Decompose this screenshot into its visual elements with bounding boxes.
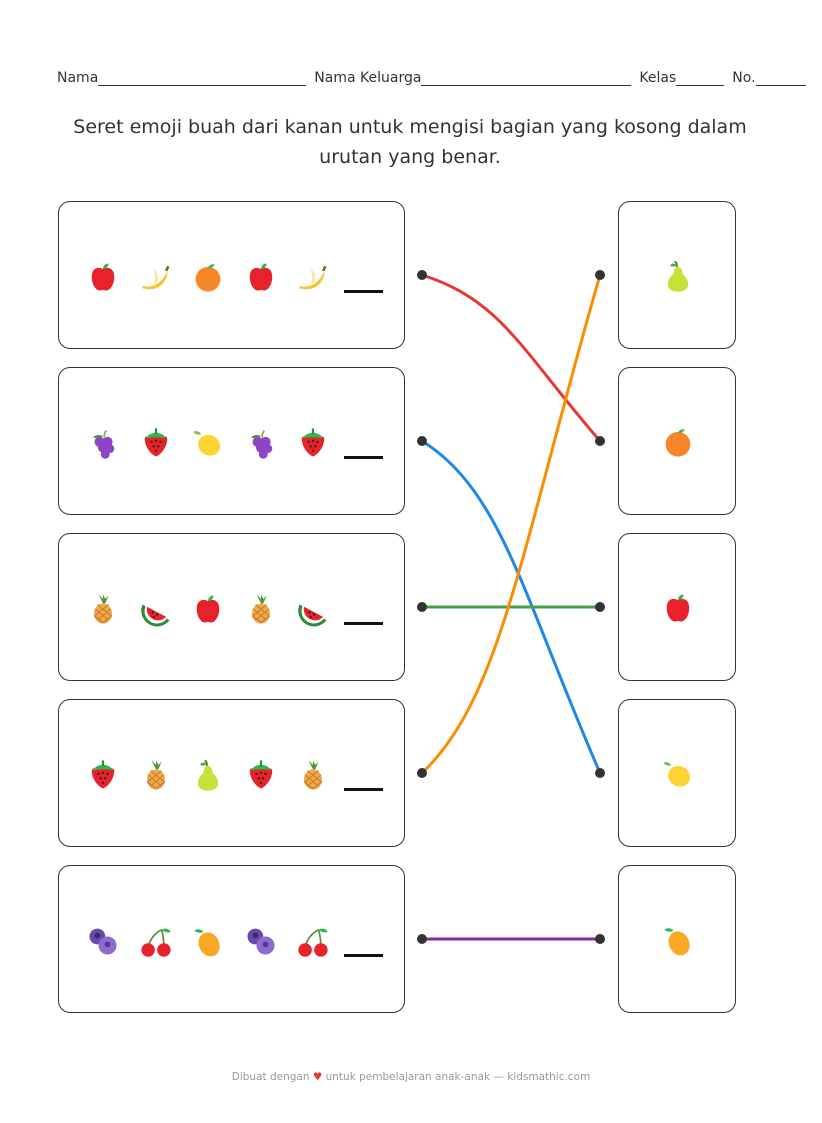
answer-option-5[interactable] — [618, 865, 736, 1013]
blank-slot[interactable] — [344, 622, 383, 625]
name-label: Nama — [57, 70, 99, 86]
blank-slot[interactable] — [344, 290, 383, 293]
number-field[interactable] — [755, 73, 806, 86]
instruction-text: Seret emoji buah dari kanan untuk mengis… — [73, 116, 747, 168]
connection-line — [421, 273, 602, 442]
class-label: Kelas — [639, 70, 677, 86]
family-name-field[interactable] — [421, 73, 632, 86]
answer-option-2[interactable] — [618, 367, 736, 515]
blank-slot[interactable] — [344, 788, 383, 791]
right-connector-dot[interactable] — [595, 270, 605, 280]
family-name-label: Nama Keluarga — [314, 70, 422, 86]
sequence-row-1 — [58, 201, 405, 349]
answer-option-3[interactable] — [618, 533, 736, 681]
left-connector-dot[interactable] — [417, 934, 427, 944]
student-info-header: Nama Nama Keluarga Kelas No. — [57, 70, 806, 86]
footer-text-before: Dibuat dengan — [231, 1071, 310, 1083]
connection-line — [421, 439, 602, 774]
number-label: No. — [732, 70, 756, 86]
sequence-row-3 — [58, 533, 405, 681]
footer-text-after: untuk pembelajaran anak-anak — kidsmathi… — [325, 1071, 591, 1083]
answer-option-4[interactable] — [618, 699, 736, 847]
blank-slot[interactable] — [344, 456, 383, 459]
sequence-row-5 — [58, 865, 405, 1013]
answer-option-1[interactable] — [618, 201, 736, 349]
left-connector-dot[interactable] — [417, 768, 427, 778]
blank-slot[interactable] — [344, 954, 383, 957]
right-connector-dot[interactable] — [595, 768, 605, 778]
right-connector-dot[interactable] — [595, 436, 605, 446]
connection-line — [420, 274, 602, 775]
footer: Dibuat dengan ♥ untuk pembelajaran anak-… — [0, 1071, 822, 1083]
right-connector-dot[interactable] — [595, 602, 605, 612]
left-connector-dot[interactable] — [417, 270, 427, 280]
heart-icon: ♥ — [312, 1071, 323, 1083]
name-field[interactable] — [98, 73, 307, 86]
sequence-row-4 — [58, 699, 405, 847]
left-connector-dot[interactable] — [417, 602, 427, 612]
left-connector-dot[interactable] — [417, 436, 427, 446]
class-field[interactable] — [676, 73, 725, 86]
right-connector-dot[interactable] — [595, 934, 605, 944]
sequence-row-2 — [58, 367, 405, 515]
